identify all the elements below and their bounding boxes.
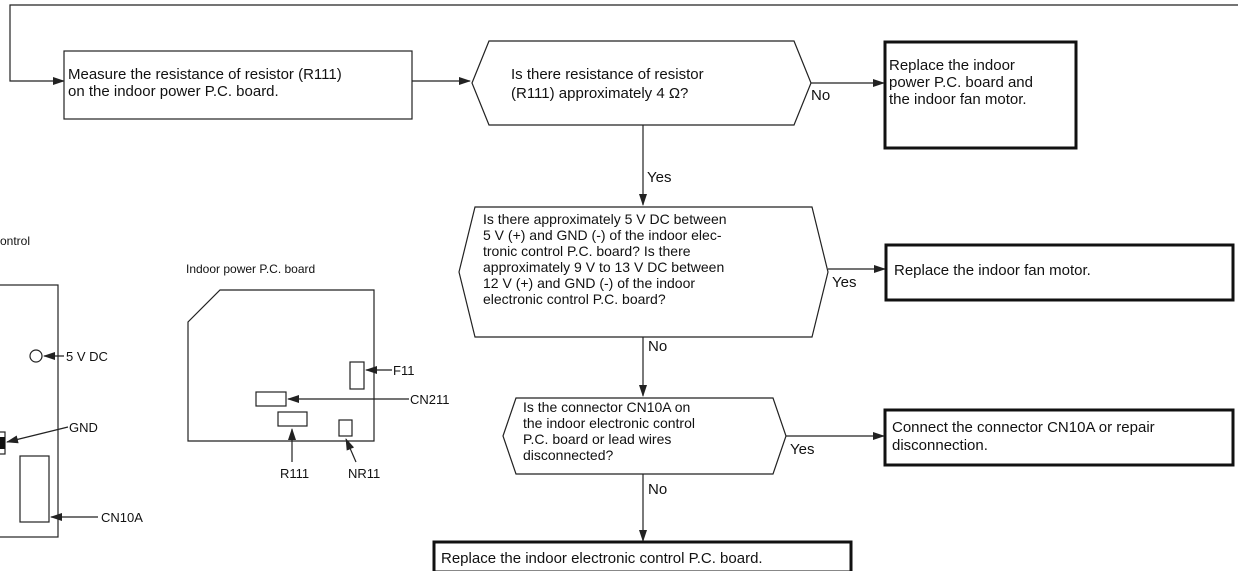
feedback-connector [9,4,1238,85]
label-no-2: No [648,338,667,355]
replace-fan-motor-text: Replace the indoor fan motor. [894,262,1091,279]
connect-connector-line-1: Connect the connector CN10A or repair [892,419,1155,436]
replace-board-and-motor-box [883,40,1078,150]
control-board-title: ontrol [0,234,30,248]
label-cn211: CN211 [410,392,450,407]
label-5v-dc: 5 V DC [66,349,108,364]
arrow-nr11 [345,438,357,463]
resistance-decision [471,40,812,126]
connector-question-line-2: the indoor electronic control [523,415,695,431]
label-f11: F11 [393,363,414,378]
measure-resistance-line-1: Measure the resistance of resistor (R111… [68,66,342,83]
label-yes-1: Yes [647,169,671,186]
voltage-question-line-3: tronic control P.C. board? Is there [483,243,691,259]
replace-board-motor-line-2: power P.C. board and [889,74,1033,91]
voltage-decision [458,206,829,338]
replace-control-board-box [432,540,853,571]
label-gnd: GND [69,420,98,435]
label-nr11: NR11 [348,466,380,481]
label-r111: R111 [280,466,309,481]
control-board-cn10a-connector [19,455,50,523]
label-no-3: No [648,481,667,498]
control-board-gnd-mark [0,437,5,449]
power-board-cn211 [255,391,287,407]
voltage-question-line-4: approximately 9 V to 13 V DC between [483,259,724,275]
connect-connector-line-2: disconnection. [892,437,988,454]
voltage-question-line-2: 5 V (+) and GND (-) of the indoor elec- [483,227,722,243]
voltage-question-line-6: electronic control P.C. board? [483,291,666,307]
label-no-1: No [811,87,830,104]
connector-question-line-4: disconnected? [523,447,614,463]
label-yes-3: Yes [790,441,814,458]
connector-question-line-1: Is the connector CN10A on [523,399,690,415]
power-board-title: Indoor power P.C. board [186,262,315,276]
connect-connector-box [883,408,1235,467]
voltage-question-line-5: 12 V (+) and GND (-) of the indoor [483,275,695,291]
replace-board-motor-line-1: Replace the indoor [889,57,1015,74]
replace-control-board-text: Replace the indoor electronic control P.… [441,550,763,567]
measure-resistance-box [63,50,413,120]
power-board-r111 [277,411,308,427]
measure-resistance-line-2: on the indoor power P.C. board. [68,83,279,100]
control-board-5v-terminal [29,349,43,363]
arrow-gnd [6,426,69,444]
power-board-nr11 [338,419,353,437]
resistance-question-line-1: Is there resistance of resistor [511,66,704,83]
voltage-question-line-1: Is there approximately 5 V DC between [483,211,727,227]
replace-board-motor-line-3: the indoor fan motor. [889,91,1027,108]
connector-question-line-3: P.C. board or lead wires [523,431,671,447]
label-yes-2: Yes [832,274,856,291]
power-board-outline [187,289,375,442]
replace-fan-motor-box [884,243,1235,302]
power-board-f11 [349,361,365,390]
label-cn10a: CN10A [101,510,143,525]
resistance-question-line-2: (R111) approximately 4 Ω? [511,85,688,102]
